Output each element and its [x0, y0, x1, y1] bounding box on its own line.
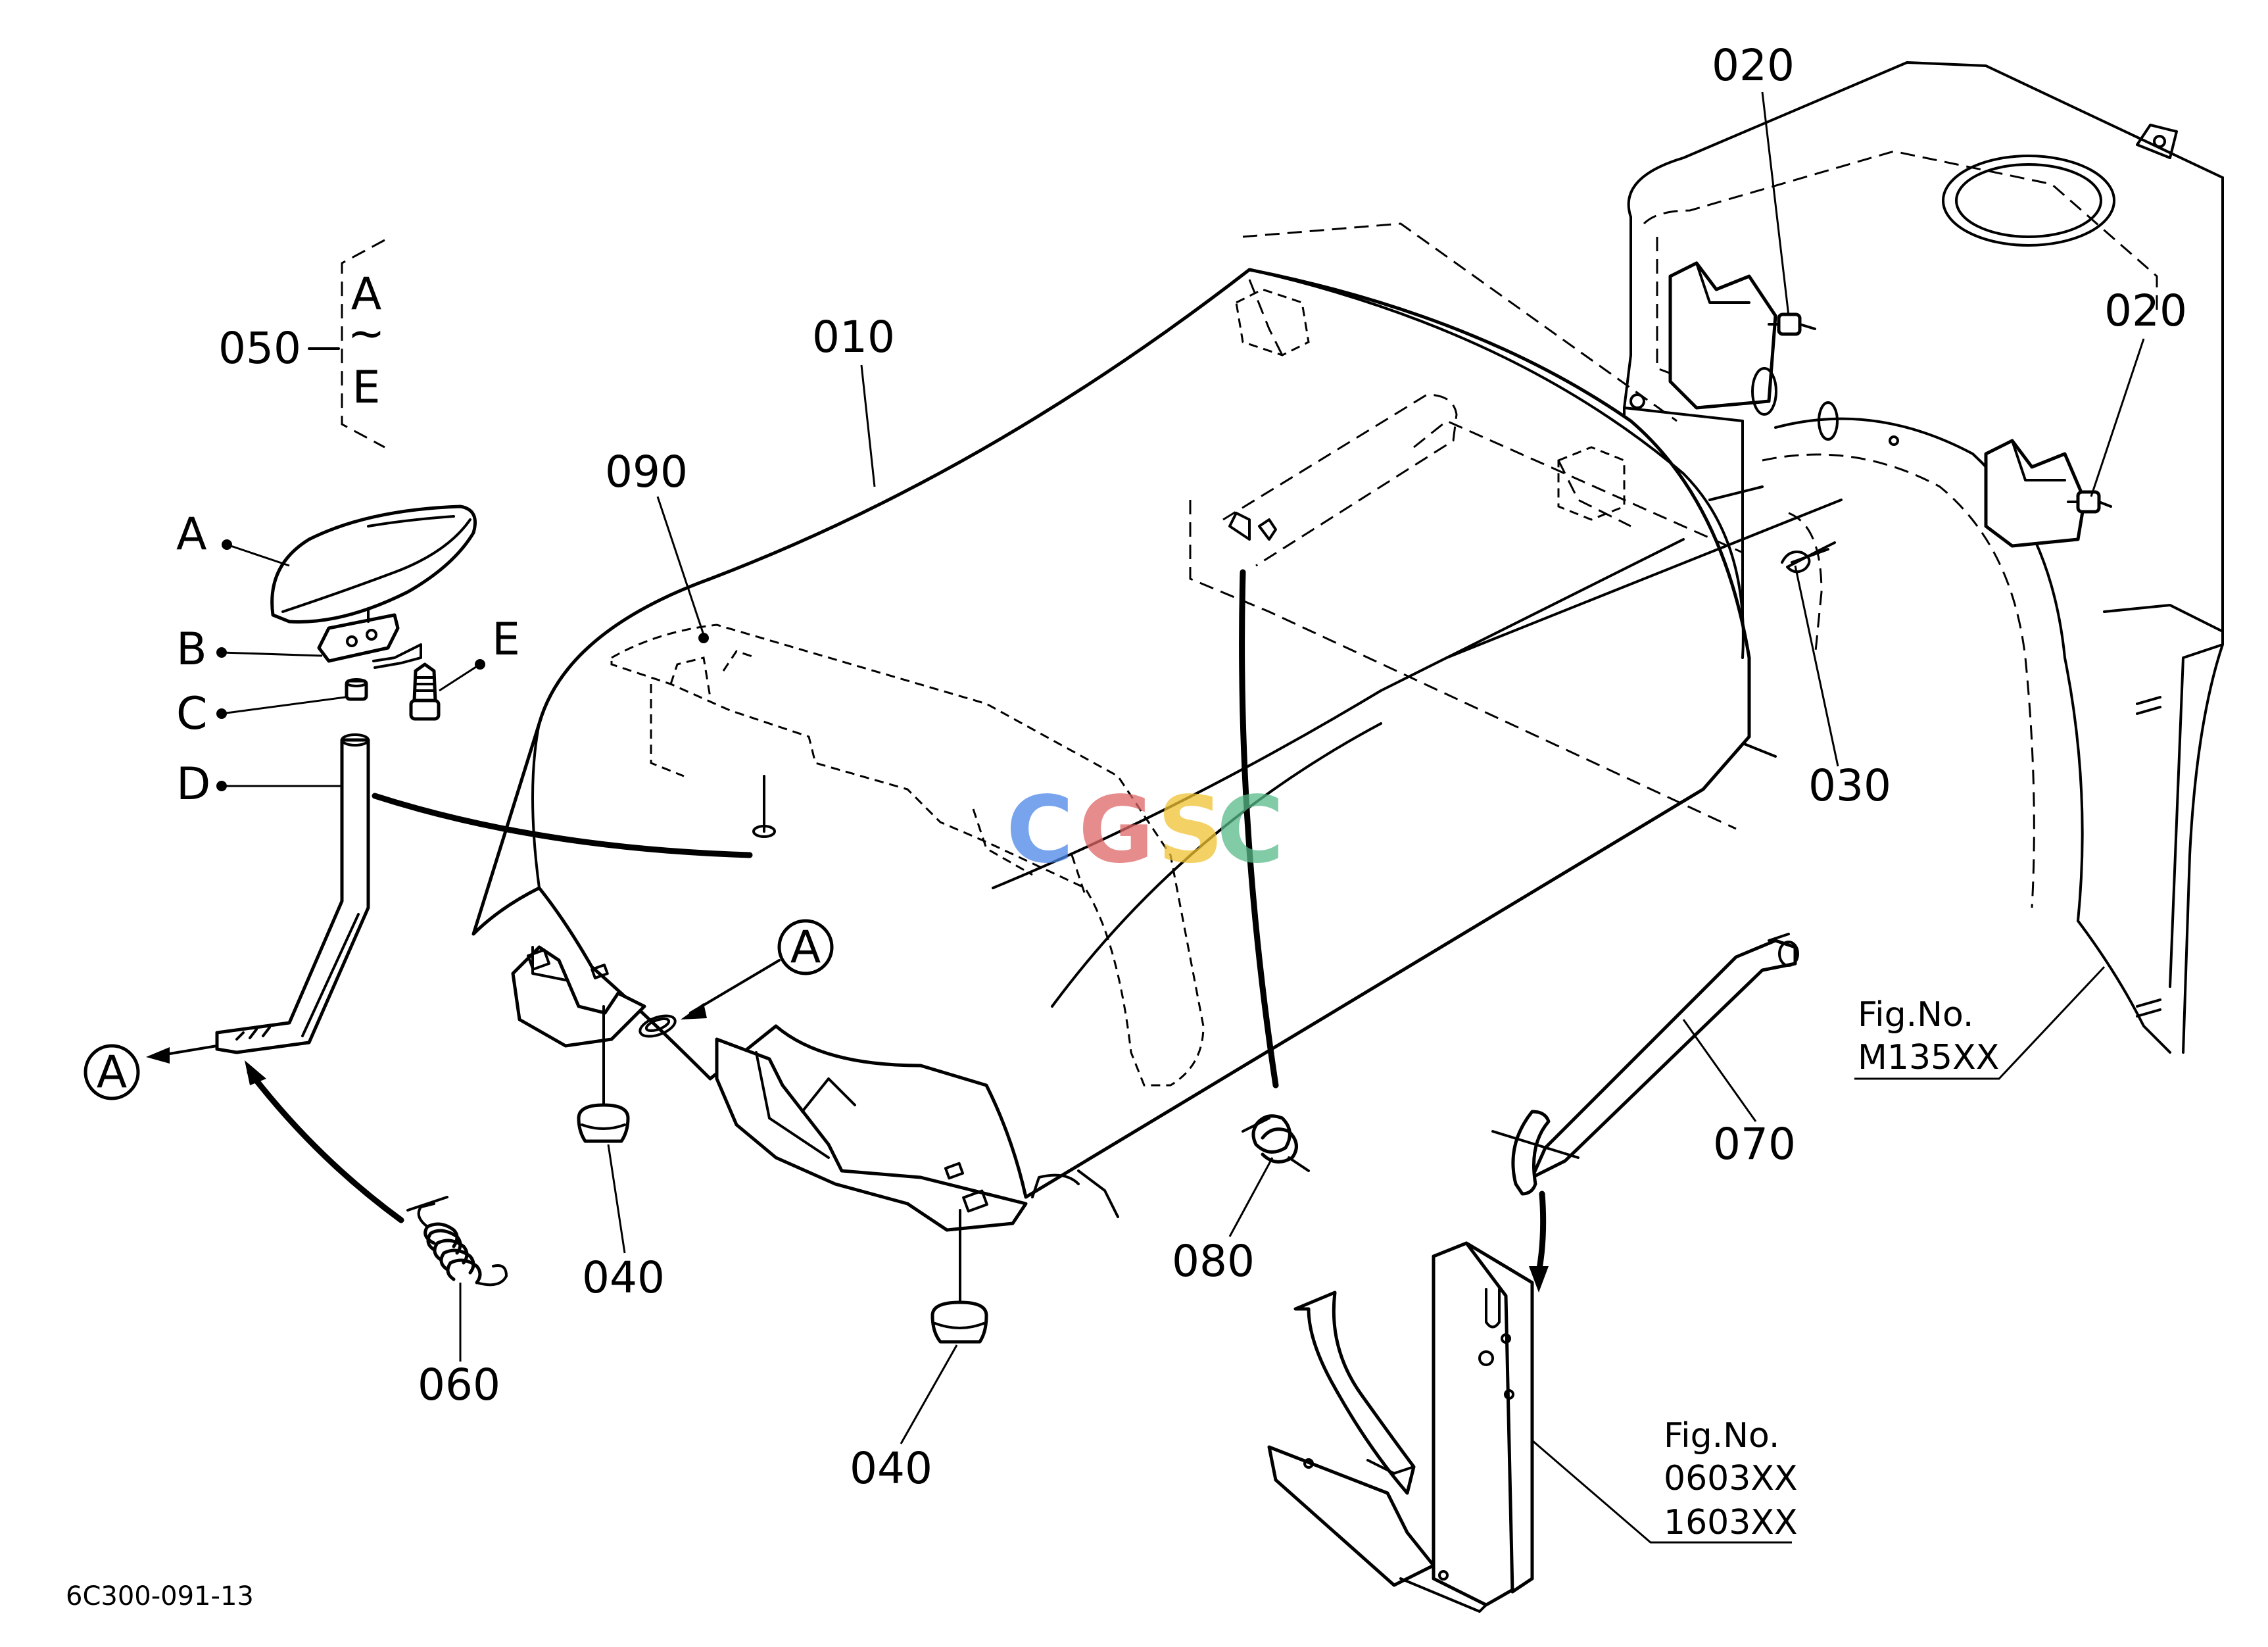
- watermark-letter-2: G: [1078, 777, 1154, 884]
- svg-text:A: A: [790, 922, 821, 973]
- label-090: 090: [605, 447, 688, 497]
- fig-right-number: M135XX: [1858, 1038, 1999, 1077]
- part-010-cover: [471, 222, 1843, 1232]
- label-030: 030: [1808, 760, 1891, 811]
- spring-arrow: [247, 1069, 404, 1223]
- label-070: 070: [1713, 1119, 1796, 1169]
- fender-housing: [1623, 61, 2224, 1054]
- label-080: 080: [1172, 1236, 1255, 1287]
- rod-to-panel-line: [372, 793, 753, 858]
- watermark-letter-1: C: [1006, 777, 1074, 884]
- watermark-letter-3: S: [1157, 777, 1224, 884]
- watermark: C G S C: [1006, 777, 1284, 884]
- drawing-code: 6C300-091-13: [66, 1581, 254, 1611]
- label-050: 050: [218, 323, 301, 374]
- pedal-bracket: [1267, 1241, 1534, 1613]
- part-020-bushes: [1768, 312, 2112, 514]
- kit-from: A: [351, 268, 382, 320]
- sub-part-labels: A B C D E: [176, 508, 520, 810]
- kit-to: E: [352, 362, 381, 414]
- label-e: E: [492, 614, 520, 666]
- part-030-clip: [1781, 541, 1836, 574]
- rod-arrowhead: [1529, 1266, 1549, 1292]
- fig-right-label: Fig.No.: [1858, 995, 1973, 1035]
- part-040-cushion-bottom: [930, 1209, 988, 1344]
- label-020-left: 020: [1712, 40, 1795, 91]
- part-070-rod: [1491, 933, 1799, 1196]
- fig-bottom-number2: 1603XX: [1664, 1503, 1798, 1542]
- label-020-right: 020: [2104, 285, 2187, 336]
- fig-bottom-label: Fig.No.: [1664, 1416, 1779, 1456]
- ref-circle-left: A: [84, 1044, 218, 1100]
- watermark-letter-4: C: [1217, 777, 1284, 884]
- fig-ref-bottom: Fig.No. 0603XX 1603XX: [1532, 1416, 1798, 1544]
- label-060: 060: [418, 1360, 500, 1410]
- label-d: D: [176, 758, 210, 810]
- label-040-left: 040: [582, 1252, 665, 1303]
- kit-bracket-050: 050 A ~ E: [218, 239, 385, 449]
- svg-text:A: A: [97, 1046, 128, 1098]
- spring-arrowhead: [245, 1060, 266, 1085]
- part-060-spring: [406, 1196, 508, 1287]
- part-080-spring: [1239, 569, 1310, 1172]
- rod-arrow: [1535, 1191, 1547, 1276]
- ref-circle-center: A: [681, 919, 834, 1020]
- fig-ref-right: Fig.No. M135XX: [1854, 966, 2106, 1080]
- part-number-labels: 010 090 020 020 030 040 040 060 070 080: [418, 40, 2187, 1494]
- label-b: B: [176, 624, 207, 676]
- label-040-bottom: 040: [850, 1443, 932, 1494]
- label-a: A: [176, 508, 207, 560]
- label-010: 010: [812, 312, 895, 362]
- fig-bottom-number1: 0603XX: [1664, 1459, 1798, 1498]
- part-050-armrest-kit: [215, 504, 477, 1054]
- label-c: C: [176, 688, 207, 740]
- kit-tilde: ~: [348, 308, 385, 360]
- part-040-cushion-left: [577, 1005, 630, 1143]
